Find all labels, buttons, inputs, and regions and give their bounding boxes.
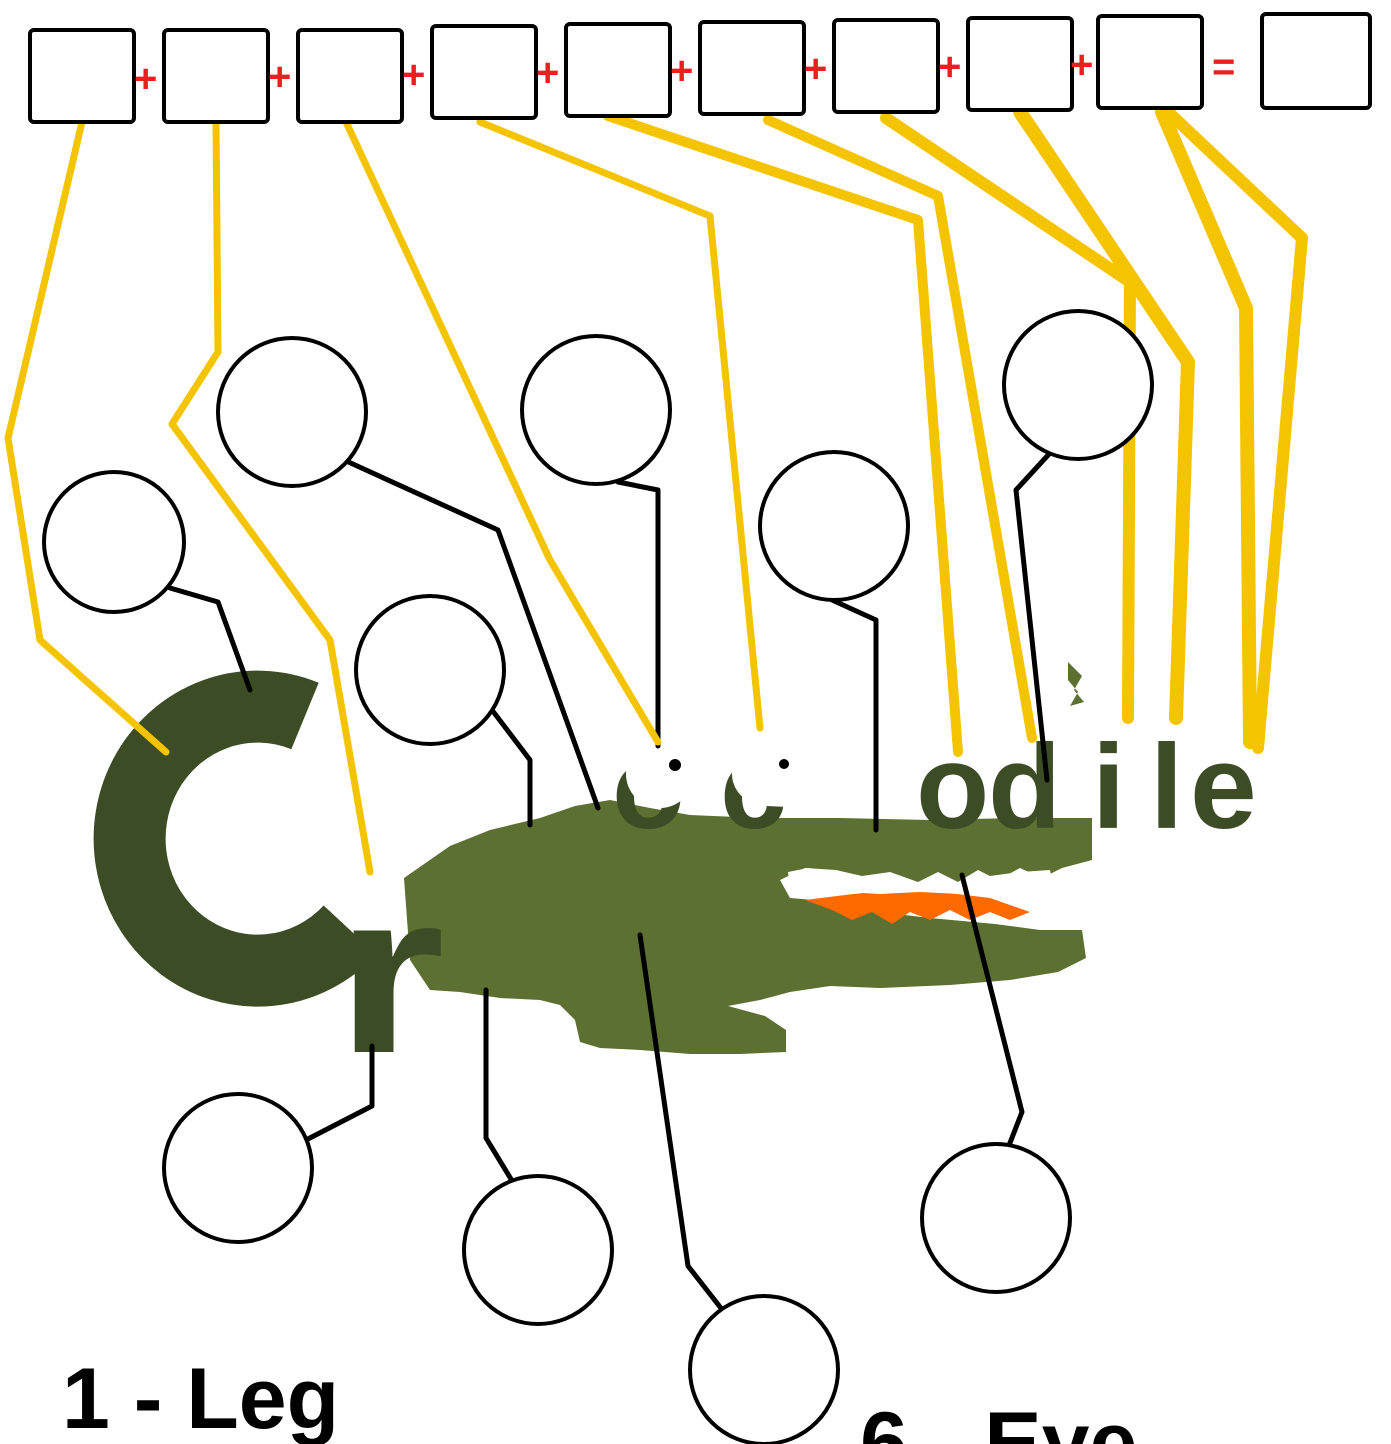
sum-box[interactable] [162, 28, 270, 124]
answer-circles [42, 309, 1154, 1444]
sum-box[interactable] [28, 28, 136, 124]
plus-sign: + [536, 51, 559, 95]
answer-circle[interactable] [688, 1294, 840, 1444]
answer-cord [168, 118, 374, 876]
plus-sign: + [804, 47, 827, 91]
equals-sign: = [1212, 45, 1235, 89]
answer-circle[interactable] [354, 594, 506, 746]
answer-cord [763, 115, 1037, 743]
key-eye: 6 - Eye [860, 1395, 1137, 1444]
plus-sign: + [670, 49, 693, 93]
crocodile-nostril [1068, 662, 1084, 706]
answer-cord [603, 111, 963, 757]
sum-box[interactable] [966, 16, 1074, 112]
letter-r: r [335, 844, 445, 1101]
total-box[interactable] [1260, 12, 1372, 110]
plus-sign: + [1070, 43, 1093, 87]
answer-circle[interactable] [42, 470, 186, 614]
eye-left-pupil [669, 759, 681, 771]
crocodile-illustration [404, 662, 1092, 1054]
sum-box[interactable] [832, 18, 940, 114]
plus-sign: + [938, 45, 961, 89]
answer-cord [1155, 105, 1257, 749]
sum-box[interactable] [564, 22, 672, 118]
answer-circle[interactable] [462, 1174, 614, 1326]
letter-l: l [1150, 720, 1183, 854]
plus-sign: + [134, 57, 157, 101]
pointer-line [615, 479, 661, 749]
answer-cord [342, 118, 662, 746]
crocodile-body [404, 800, 1092, 1054]
pointer-lines [167, 450, 1053, 1315]
letter-d: d [988, 720, 1061, 854]
answer-cord [1160, 104, 1308, 754]
eye-right-pupil [779, 759, 789, 769]
pointer-line [489, 707, 533, 828]
letter-c-large [93, 670, 377, 1007]
pointer-line [637, 932, 727, 1315]
pointer-line [1013, 450, 1053, 783]
pointer-line [303, 1043, 375, 1143]
sum-row: + + + + + + + + = [28, 12, 1372, 124]
key-leg: 1 - Leg [62, 1351, 339, 1444]
answer-cord [4, 118, 170, 756]
answer-cords [4, 104, 1308, 876]
pointer-line [959, 872, 1025, 1151]
plus-sign: + [402, 53, 425, 97]
eye-right [732, 744, 792, 804]
answer-circle[interactable] [758, 450, 910, 602]
answer-circle[interactable] [520, 334, 672, 486]
pointer-line [167, 585, 253, 693]
pointer-line [829, 597, 879, 833]
answer-circle[interactable] [216, 336, 368, 488]
sum-box[interactable] [296, 28, 404, 124]
answer-circle[interactable] [920, 1142, 1072, 1294]
letter-i: i [1092, 720, 1125, 854]
crocodile-eyes [626, 740, 792, 808]
sum-box[interactable] [1096, 14, 1204, 110]
answer-circle[interactable] [1002, 309, 1154, 461]
sum-box[interactable] [698, 20, 806, 116]
sum-box[interactable] [430, 24, 538, 120]
answer-circle[interactable] [162, 1092, 314, 1244]
plus-sign: + [268, 55, 291, 99]
crocodile-teeth-upper [788, 868, 1052, 894]
answer-cord [1013, 105, 1195, 725]
eye-left [626, 740, 694, 808]
answer-cord [476, 118, 764, 732]
pointer-line [341, 457, 601, 811]
pointer-line [483, 987, 517, 1187]
